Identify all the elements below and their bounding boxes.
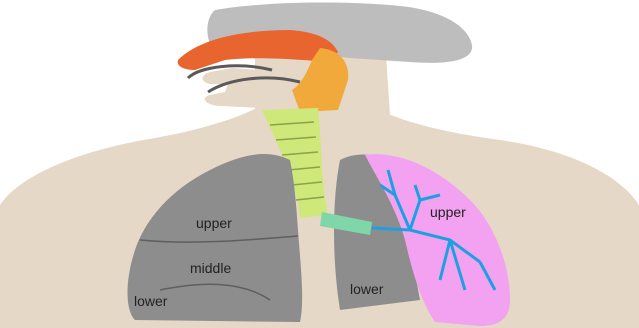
label-right-lower: lower bbox=[134, 293, 168, 309]
label-right-upper: upper bbox=[196, 215, 232, 231]
label-left-upper: upper bbox=[430, 204, 466, 220]
label-right-middle: middle bbox=[190, 260, 231, 276]
label-left-lower: lower bbox=[350, 281, 384, 297]
